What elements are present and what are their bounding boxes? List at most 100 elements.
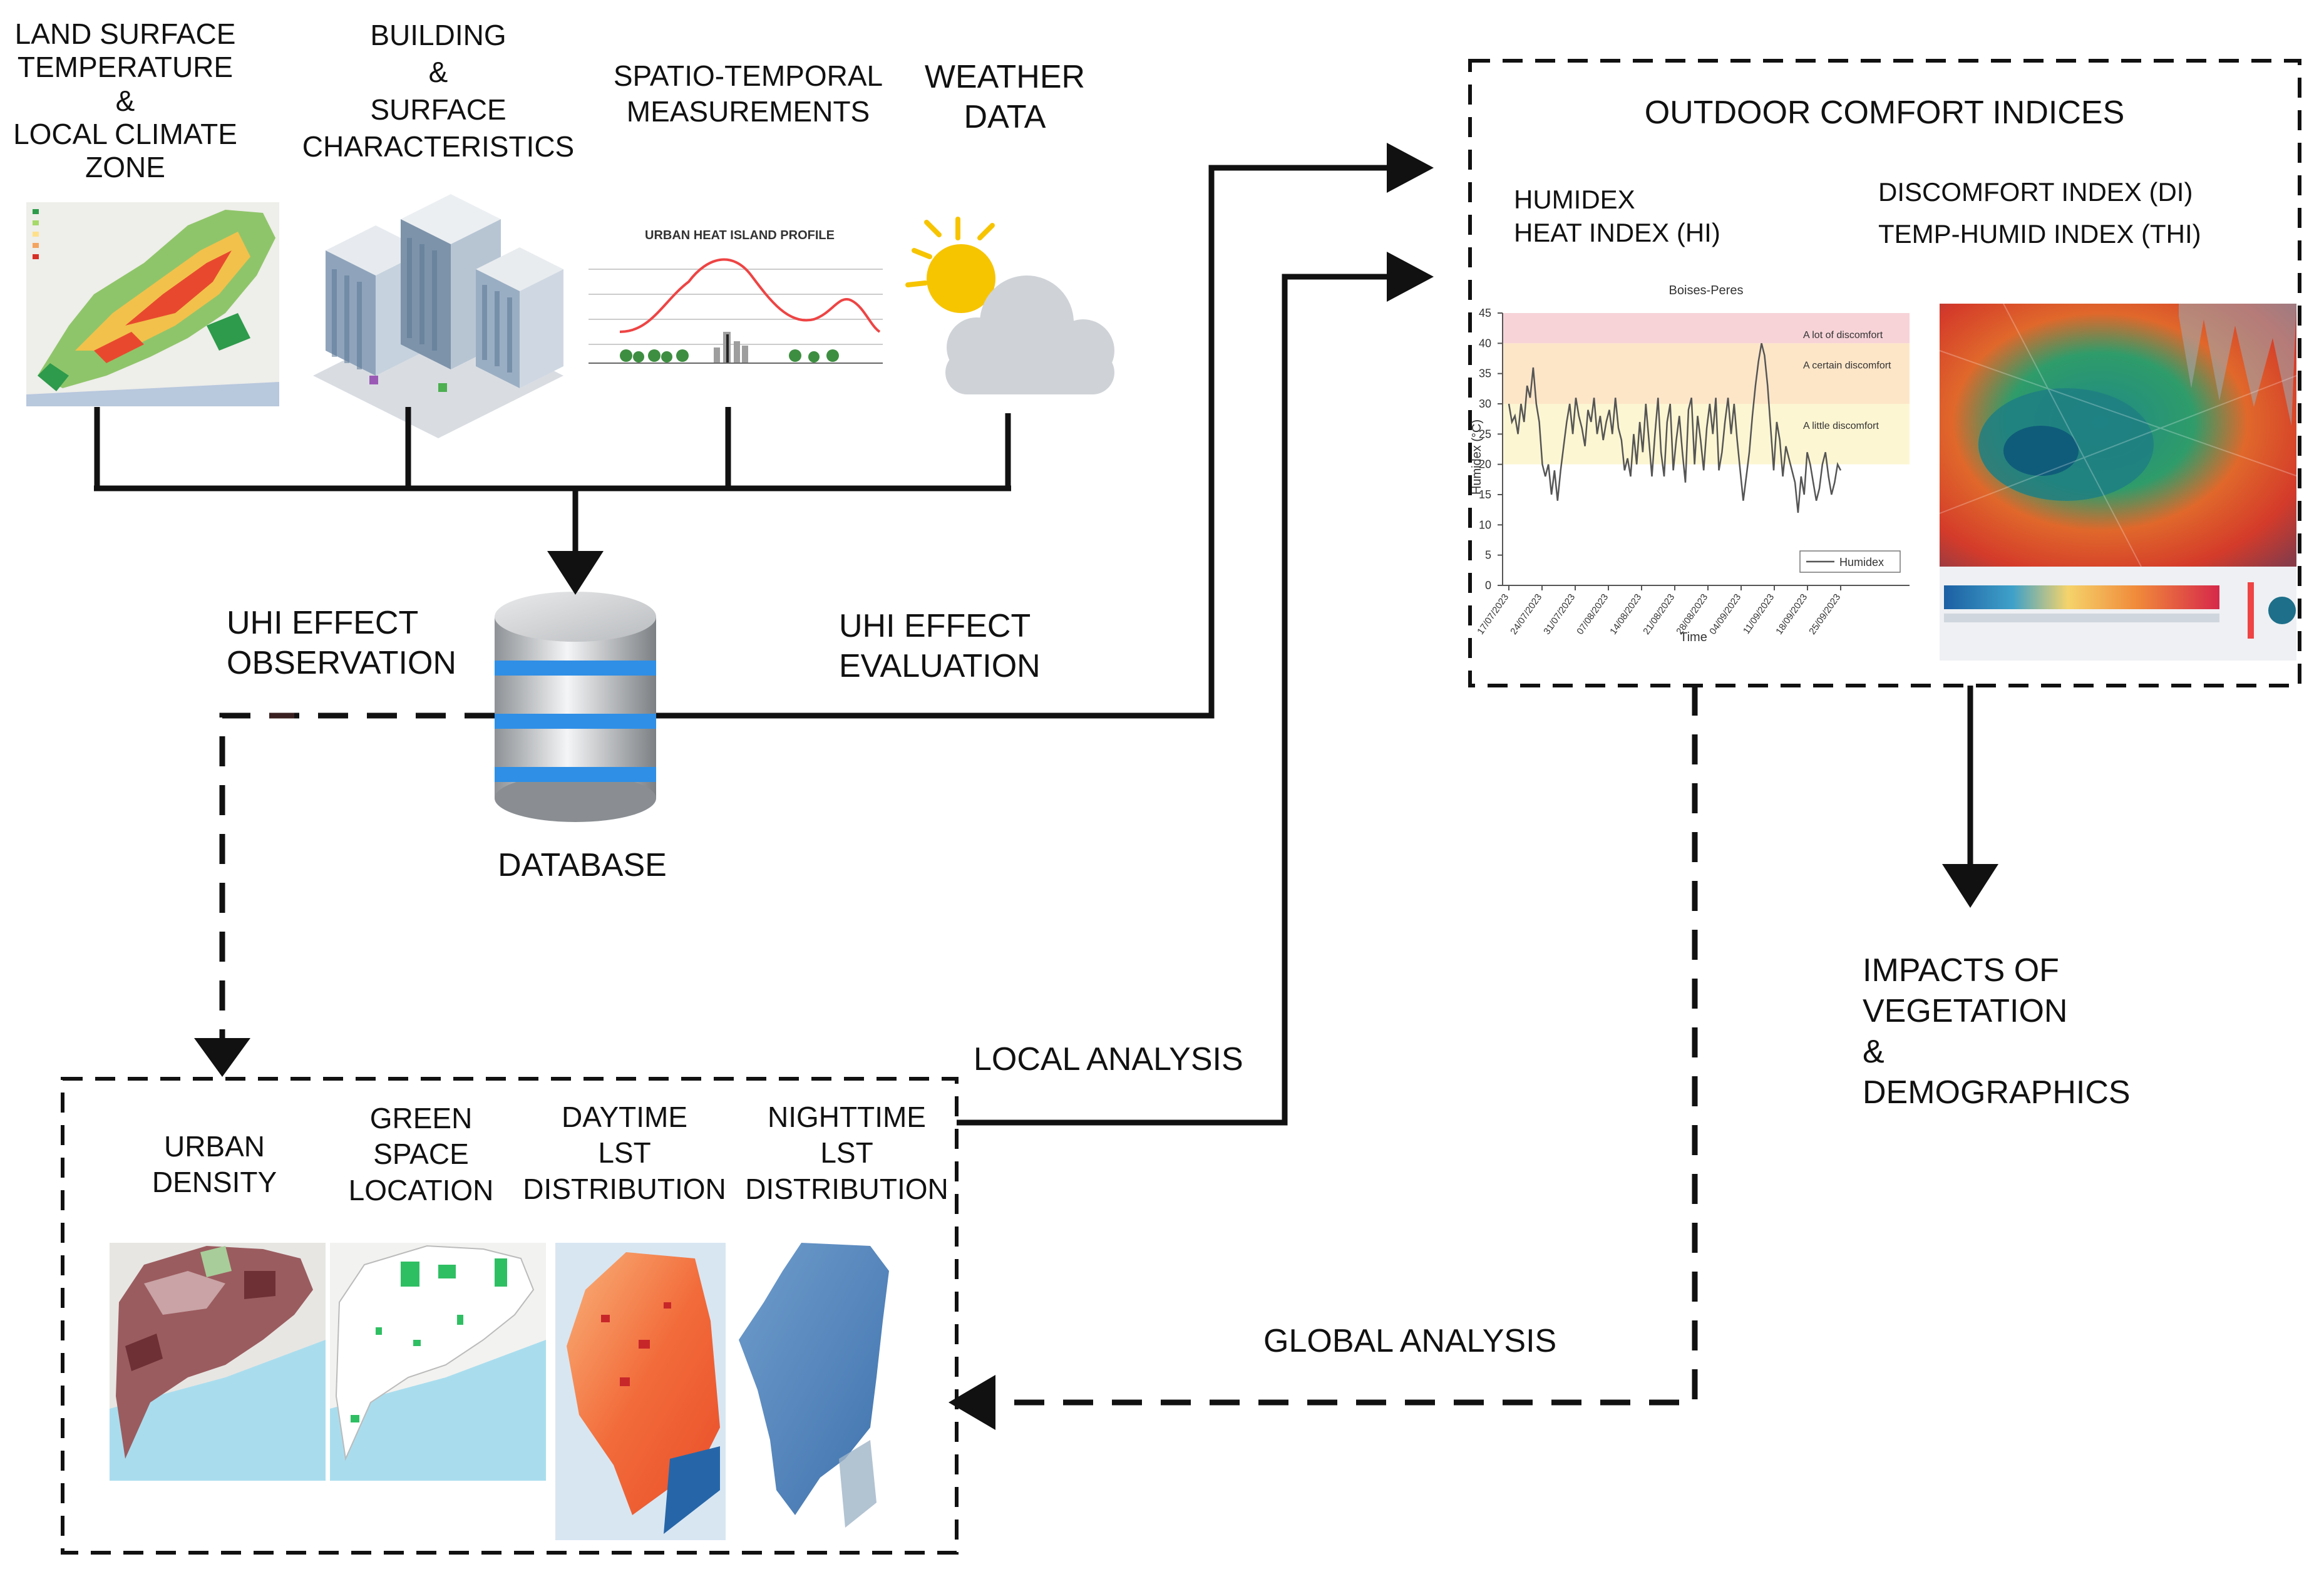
lst-label-line-3: &	[115, 84, 135, 117]
impacts-line-4: DEMOGRAPHICS	[1863, 1074, 2131, 1111]
chart-x-tick-label: 25/09/2023	[1807, 592, 1843, 637]
spatio-label-line-2: MEASUREMENTS	[626, 95, 870, 128]
chart-y-tick-label: 40	[1479, 337, 1491, 349]
comfort-band	[1503, 313, 1910, 344]
green-space-line-1: GREEN	[369, 1102, 473, 1134]
chart-legend-label: Humidex	[1839, 556, 1884, 568]
observation-line-2: OBSERVATION	[227, 645, 456, 682]
building-label-line-1: BUILDING	[370, 19, 506, 51]
green-space-line-3: LOCATION	[348, 1173, 494, 1206]
green-space-map	[330, 1243, 546, 1481]
global-analysis-label: GLOBAL ANALYSIS	[1263, 1323, 1557, 1359]
impacts-line-2: VEGETATION	[1863, 993, 2068, 1029]
daytime-line-2: LST	[598, 1136, 651, 1170]
green-space-line-2: SPACE	[373, 1138, 469, 1171]
database-label: DATABASE	[498, 847, 667, 883]
urban-density-map	[110, 1243, 326, 1481]
database-cylinder-icon	[495, 592, 656, 822]
uhi-evaluation-label: UHI EFFECT EVALUATION	[839, 607, 1041, 686]
spatio-label-line-1: SPATIO-TEMPORAL	[613, 59, 883, 92]
chart-x-tick-label: 04/09/2023	[1707, 592, 1743, 637]
chart-x-tick-label: 07/08/2023	[1575, 592, 1610, 637]
chart-y-tick-label: 10	[1479, 518, 1491, 531]
humidex-label: HUMIDEX	[1514, 185, 1635, 214]
uhi-profile-graphic	[581, 247, 885, 398]
comfort-band-label: A certain discomfort	[1803, 360, 1891, 371]
nighttime-line-3: DISTRIBUTION	[745, 1172, 949, 1205]
comfort-band-label: A lot of discomfort	[1803, 330, 1883, 341]
comfort-band-label: A little discomfort	[1803, 421, 1879, 431]
chart-x-tick-label: 11/09/2023	[1741, 592, 1776, 636]
humidex-series-line	[1508, 342, 1842, 513]
local-analysis-label: LOCAL ANALYSIS	[974, 1041, 1243, 1077]
daytime-lst-map	[555, 1243, 726, 1540]
green-space-label: GREEN SPACE LOCATION	[332, 1102, 510, 1207]
buildings-illustration	[313, 194, 563, 438]
comfort-panel-border	[1468, 59, 2301, 687]
evaluation-line-2: EVALUATION	[839, 648, 1041, 685]
chart-x-tick-label: 24/07/2023	[1508, 592, 1544, 637]
weather-sun-cloud-icon	[905, 217, 1114, 394]
nighttime-lst-label: NIGHTTIME LST DISTRIBUTION	[742, 1101, 952, 1206]
chart-x-axis-label: Time	[1680, 630, 1707, 644]
lst-label-line-2: TEMPERATURE	[17, 51, 234, 84]
lst-label-line-4: LOCAL CLIMATE	[13, 118, 237, 151]
uhi-profile-title: URBAN HEAT ISLAND PROFILE	[645, 229, 835, 242]
chart-x-tick-label: 17/07/2023	[1475, 592, 1511, 637]
arrowheads	[194, 143, 1998, 1430]
chart-x-tick-label: 18/09/2023	[1774, 592, 1809, 637]
chart-y-tick-label: 0	[1485, 579, 1491, 592]
chart-y-tick-label: 5	[1485, 549, 1491, 562]
weather-input-label: WEATHER DATA	[911, 58, 1099, 136]
building-label-line-4: CHARACTERISTICS	[302, 130, 575, 163]
comfort-panel-title: OUTDOOR COMFORT INDICES	[1644, 95, 2125, 131]
chart-y-tick-label: 25	[1479, 428, 1491, 440]
chart-title: Boises-Peres	[1669, 284, 1744, 297]
nighttime-lst-map	[739, 1243, 889, 1528]
lst-label-line-5: ZONE	[85, 151, 165, 184]
comfort-right-indices: DISCOMFORT INDEX (DI) TEMP-HUMID INDEX (…	[1878, 177, 2201, 249]
urban-density-line-1: URBAN	[163, 1130, 265, 1163]
heat-island-satellite-image	[1939, 303, 2297, 661]
building-label-line-3: SURFACE	[370, 93, 506, 126]
chart-y-tick-label: 35	[1479, 368, 1491, 380]
lst-map-thumbnail	[26, 202, 279, 406]
evaluation-line-1: UHI EFFECT	[839, 608, 1031, 644]
nighttime-line-2: LST	[820, 1136, 873, 1170]
uhi-observation-label: UHI EFFECT OBSERVATION	[227, 604, 456, 682]
chart-y-axis-label: Humidex (°C)	[1470, 419, 1484, 495]
impacts-line-3: &	[1863, 1034, 1884, 1070]
chart-y-tick-label: 20	[1479, 458, 1491, 471]
discomfort-index-label: DISCOMFORT INDEX (DI)	[1878, 177, 2193, 207]
dashed-connectors	[219, 686, 1698, 1406]
comfort-left-indices: HUMIDEX HEAT INDEX (HI)	[1514, 185, 1720, 248]
building-label-line-2: &	[428, 56, 448, 89]
chart-y-tick-label: 30	[1479, 398, 1491, 410]
chart-x-tick-label: 31/07/2023	[1541, 592, 1577, 637]
building-input-label: BUILDING & SURFACE CHARACTERISTICS	[294, 19, 582, 163]
daytime-line-1: DAYTIME	[561, 1101, 688, 1133]
chart-x-tick-label: 14/08/2023	[1608, 592, 1643, 637]
uhi-profile-curve	[619, 258, 881, 333]
urban-density-line-2: DENSITY	[152, 1166, 277, 1199]
connector-lines	[94, 165, 1973, 1126]
humidex-chart: A lot of discomfort A certain discomfortA…	[1470, 284, 1910, 644]
impacts-label: IMPACTS OF VEGETATION & DEMOGRAPHICS	[1863, 950, 2131, 1113]
comfort-band	[1503, 343, 1910, 404]
chart-y-tick-label: 45	[1479, 307, 1491, 319]
lst-input-label: LAND SURFACE TEMPERATURE & LOCAL CLIMATE…	[0, 18, 250, 185]
observation-line-1: UHI EFFECT	[227, 605, 419, 641]
urban-density-label: URBAN DENSITY	[106, 1130, 322, 1200]
weather-label-line-2: DATA	[964, 99, 1046, 136]
chart-x-tick-label: 21/08/2023	[1641, 592, 1677, 637]
daytime-line-3: DISTRIBUTION	[523, 1172, 726, 1205]
chart-y-tick-label: 15	[1479, 488, 1491, 501]
spatio-input-label: SPATIO-TEMPORAL MEASUREMENTS	[601, 59, 895, 129]
nighttime-line-1: NIGHTTIME	[768, 1101, 926, 1133]
impacts-line-1: IMPACTS OF	[1863, 952, 2059, 989]
lst-label-line-1: LAND SURFACE	[14, 18, 236, 50]
temp-humid-index-label: TEMP-HUMID INDEX (THI)	[1878, 219, 2201, 249]
heat-index-label: HEAT INDEX (HI)	[1514, 217, 1720, 247]
daytime-lst-label: DAYTIME LST DISTRIBUTION	[520, 1101, 729, 1206]
